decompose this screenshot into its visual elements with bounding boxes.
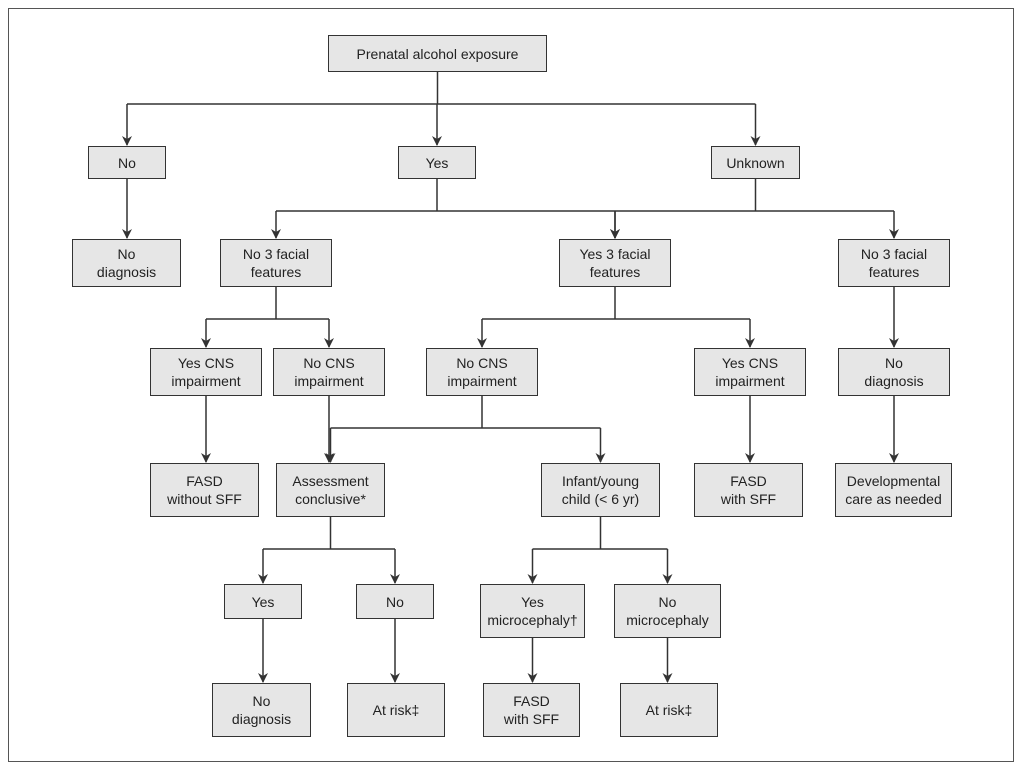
node-yes-cns-impairment: Yes CNS impairment [150,348,262,396]
node-no-diagnosis-assessment: No diagnosis [212,683,311,737]
node-assessment-yes: Yes [224,584,302,619]
node-prenatal-alcohol-exposure: Prenatal alcohol exposure [328,35,547,72]
node-no-3-facial-features: No 3 facial features [220,239,332,287]
node-fasd-with-sff-microcephaly: FASD with SFF [483,683,580,737]
node-infant-young-child: Infant/young child (< 6 yr) [541,463,660,517]
node-assessment-no: No [356,584,434,619]
node-no-microcephaly: No microcephaly [614,584,721,638]
node-yes-microcephaly: Yes microcephaly† [480,584,585,638]
node-fasd-with-sff: FASD with SFF [694,463,803,517]
node-no-diagnosis: No diagnosis [72,239,181,287]
node-no: No [88,146,166,179]
node-yes-cns-impairment-facial: Yes CNS impairment [694,348,806,396]
node-assessment-conclusive: Assessment conclusive* [276,463,385,517]
node-at-risk-microcephaly: At risk‡ [620,683,718,737]
node-at-risk: At risk‡ [347,683,445,737]
node-yes: Yes [398,146,476,179]
node-fasd-without-sff: FASD without SFF [150,463,259,517]
node-no-cns-impairment-facial: No CNS impairment [426,348,538,396]
node-unknown: Unknown [711,146,800,179]
diagram-frame [8,8,1014,762]
node-no-3-facial-features-unknown: No 3 facial features [838,239,950,287]
node-no-cns-impairment: No CNS impairment [273,348,385,396]
node-yes-3-facial-features: Yes 3 facial features [559,239,671,287]
node-developmental-care: Developmental care as needed [835,463,952,517]
node-no-diagnosis-unknown: No diagnosis [838,348,950,396]
